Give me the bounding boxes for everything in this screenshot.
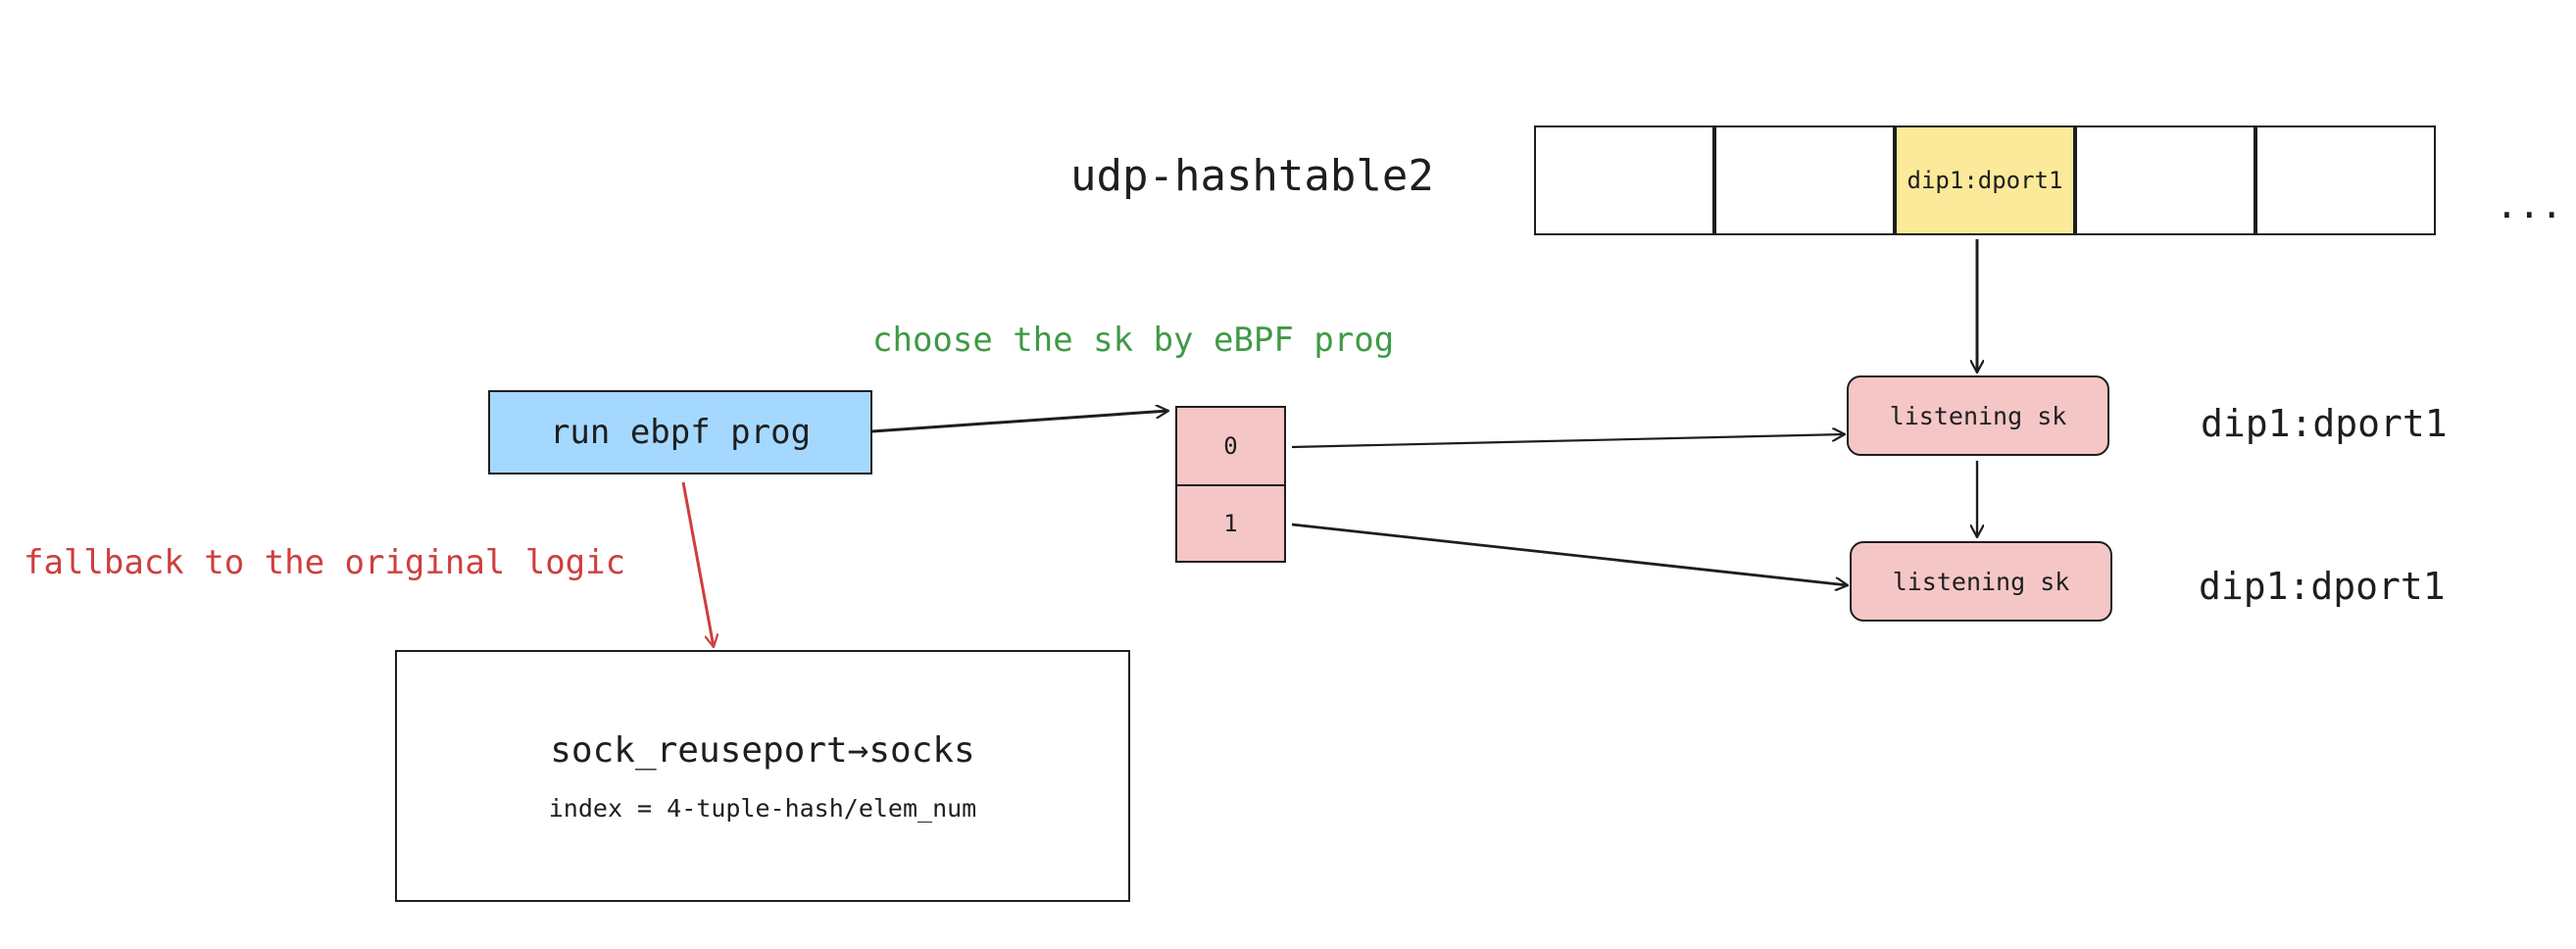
reuseport-array-index: 1: [1223, 510, 1238, 537]
socket-address-label: dip1:dport1: [2199, 565, 2446, 608]
hashtable-title: udp-hashtable2: [1070, 151, 1434, 201]
reuseport-array-index: 0: [1223, 432, 1238, 460]
listening-socket-label: listening sk: [1889, 401, 2067, 430]
reuseport-array-cell: 0: [1175, 406, 1286, 486]
sock-reuseport-box: sock_reuseport→socks index = 4-tuple-has…: [395, 650, 1130, 902]
sock-reuseport-formula: index = 4-tuple-hash/elem_num: [548, 793, 977, 823]
fallback-arrow: [681, 481, 714, 647]
fallback-annotation: fallback to the original logic: [24, 543, 626, 582]
listening-socket-label: listening sk: [1892, 567, 2070, 596]
reuseport-array-cell: 1: [1175, 484, 1286, 563]
hashtable-slot: [1714, 125, 1895, 235]
hashtable-slot-highlighted: dip1:dport1: [1895, 125, 2075, 235]
hashtable-slot-label: dip1:dport1: [1907, 167, 2063, 194]
listening-socket: listening sk: [1850, 541, 2112, 622]
sock-reuseport-title: sock_reuseport→socks: [550, 729, 975, 771]
cell1-to-socket2-arrow: [1291, 523, 1848, 585]
hashtable-slot: [1534, 125, 1714, 235]
run-ebpf-prog-box: run ebpf prog: [488, 390, 872, 474]
socket-address-label: dip1:dport1: [2201, 402, 2448, 445]
hashtable-ellipsis: ...: [2496, 183, 2563, 226]
prog-to-array-arrow: [871, 411, 1168, 433]
hashtable-slot: [2075, 125, 2255, 235]
run-ebpf-prog-label: run ebpf prog: [549, 413, 812, 452]
choose-annotation: choose the sk by eBPF prog: [872, 321, 1395, 360]
cell0-to-socket1-arrow: [1291, 434, 1845, 449]
listening-socket: listening sk: [1847, 375, 2109, 456]
hashtable-slot: [2255, 125, 2436, 235]
